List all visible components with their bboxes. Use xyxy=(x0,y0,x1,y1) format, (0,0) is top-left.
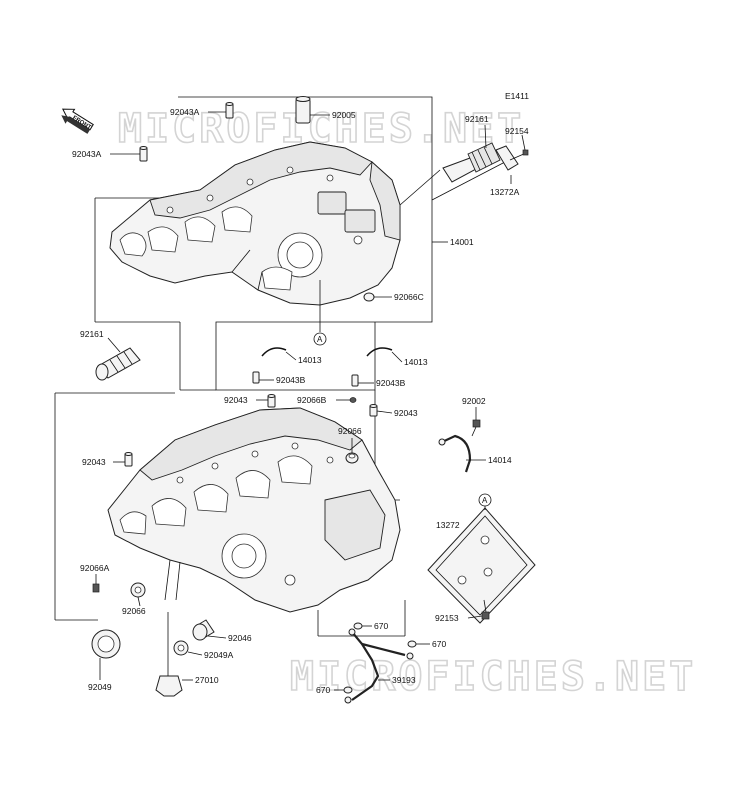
pipe-14014 xyxy=(438,434,472,473)
leader-lines xyxy=(95,111,526,691)
callout-labels: 92043A 92005 92161 92154 92043A 13272A 1… xyxy=(72,107,529,695)
callout-92153: 92153 xyxy=(435,613,459,623)
callout-92161-top: 92161 xyxy=(465,114,489,124)
callout-92005: 92005 xyxy=(332,110,356,120)
oil-seal-92049A xyxy=(173,640,189,656)
dowel-92043-b xyxy=(369,404,378,417)
callout-13272: 13272 xyxy=(436,520,460,530)
bearing-insert-14013-left xyxy=(261,347,287,357)
callout-92043A-top: 92043A xyxy=(170,107,200,117)
callout-92043B-left: 92043B xyxy=(276,375,306,385)
callout-92066A: 92066A xyxy=(80,563,110,573)
bolt-92002 xyxy=(471,419,481,437)
dowel-92043-a xyxy=(267,394,276,408)
callout-670-a: 670 xyxy=(374,621,388,631)
callout-13272A: 13272A xyxy=(490,187,520,197)
lower-crankcase xyxy=(107,407,401,613)
dowel-92043B-right xyxy=(351,374,359,387)
callout-92066C: 92066C xyxy=(394,292,424,302)
callout-92066: 92066 xyxy=(338,426,362,436)
callout-92002: 92002 xyxy=(462,396,486,406)
dowel-92066 xyxy=(345,452,359,464)
callout-14001: 14001 xyxy=(450,237,474,247)
breather-92161-left xyxy=(95,347,141,381)
oil-seal-92049 xyxy=(91,629,121,659)
upper-crankcase xyxy=(109,141,401,306)
bearing-92046 xyxy=(192,619,215,641)
figure-code: E1411 xyxy=(505,91,529,101)
o-ring-670-c xyxy=(343,686,353,694)
o-ring-670-b xyxy=(407,640,417,648)
bearing-insert-14013-right xyxy=(366,347,393,357)
dowel-92066B xyxy=(349,397,357,403)
callout-92049A: 92049A xyxy=(204,650,234,660)
dowel-92066C xyxy=(363,292,375,302)
callout-92049: 92049 xyxy=(88,682,112,692)
watermark-bottom: MICROFICHES.NET xyxy=(290,654,696,700)
bolt-92153 xyxy=(481,599,490,620)
bolt-92154 xyxy=(509,149,529,161)
front-arrow-icon: FRONT xyxy=(61,108,94,134)
plug-92066A xyxy=(92,583,100,593)
ref-marker-a-upper-text: A xyxy=(317,335,323,344)
collar-92005 xyxy=(295,96,311,124)
o-ring-670-a xyxy=(353,622,363,630)
dowel-92043B-left xyxy=(252,371,260,384)
callout-39193: 39193 xyxy=(392,675,416,685)
callout-92043A-left: 92043A xyxy=(72,149,102,159)
callout-14013-right: 14013 xyxy=(404,357,428,367)
plate-13272A xyxy=(495,145,519,171)
ref-marker-a-lower: A xyxy=(478,493,492,510)
callout-670-c: 670 xyxy=(316,685,330,695)
callout-14014: 14014 xyxy=(488,455,512,465)
callout-14013-left: 14013 xyxy=(298,355,322,365)
callout-27010: 27010 xyxy=(195,675,219,685)
breather-92161-top xyxy=(442,142,501,183)
cover-plate-13272 xyxy=(427,507,536,624)
callout-92043-c: 92043 xyxy=(82,457,106,467)
callout-92154: 92154 xyxy=(505,126,529,136)
callout-92043-a: 92043 xyxy=(224,395,248,405)
dowel-92043-c xyxy=(124,452,133,467)
callout-92043-b: 92043 xyxy=(394,408,418,418)
plug-92066-low xyxy=(130,582,146,598)
callout-92066B: 92066B xyxy=(297,395,327,405)
callout-92043B-right: 92043B xyxy=(376,378,406,388)
switch-27010 xyxy=(155,612,183,697)
ref-marker-a-lower-text: A xyxy=(482,496,488,505)
callout-92161-left: 92161 xyxy=(80,329,104,339)
pipe-39193 xyxy=(344,628,414,704)
callout-670-b: 670 xyxy=(432,639,446,649)
callout-92066-low: 92066 xyxy=(122,606,146,616)
dowel-92043A-top xyxy=(225,102,234,119)
callout-92046: 92046 xyxy=(228,633,252,643)
ref-marker-a-upper: A xyxy=(313,280,327,346)
dowel-92043A-left xyxy=(139,146,148,162)
